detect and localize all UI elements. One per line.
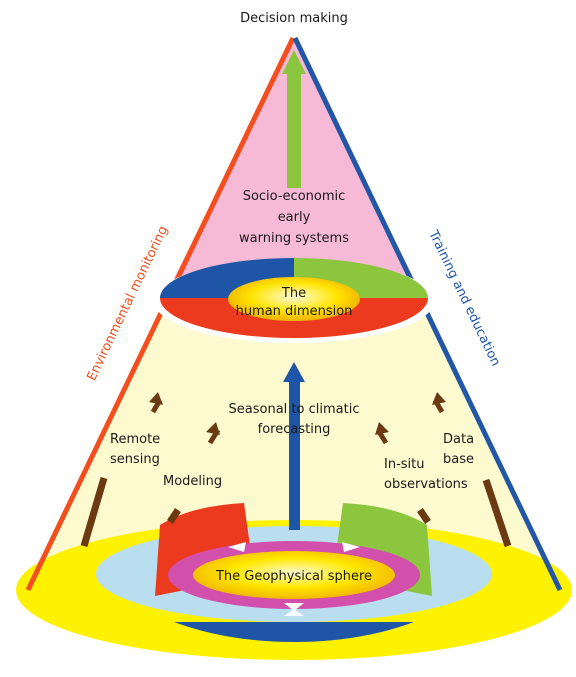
up-arrow-icon [283,362,305,382]
socio-economic-label-line1: Socio-economic [243,189,346,204]
green-arrow-shaft [287,70,301,188]
human-dimension-label-line1: The [281,286,306,301]
up-arrow-icon [282,50,306,74]
modeling-arrow [206,422,221,445]
environmental-monitoring-edge [25,36,296,592]
remote-sensing-bar [80,477,108,547]
remote-sensing-label-line2: sensing [110,452,160,467]
decision-making-label: Decision making [240,11,348,26]
socio-economic-label-line3: warning systems [239,231,349,246]
insitu-bar [417,508,431,524]
human-center [228,277,360,321]
geophysical-center [193,551,395,599]
white-triangle-icon [284,603,304,611]
white-triangle-icon [342,542,360,552]
geophysical-sphere-label: The Geophysical sphere [215,569,372,584]
modeling-label: Modeling [163,474,222,489]
seasonal-forecasting-label-line2: forecasting [258,422,331,437]
database-arrow [432,392,446,414]
training-education-edge [292,36,563,592]
insitu-label-line2: observations [384,477,468,492]
remote-sensing-label-line1: Remote [110,432,160,447]
seasonal-forecasting-label-line1: Seasonal to climatic [229,402,360,417]
database-bar [482,478,512,548]
database-segment [174,622,414,642]
insitu-label-line1: In-situ [384,457,425,472]
white-triangle-icon [228,542,246,552]
insitu-arrow [375,422,389,445]
white-triangle-icon [284,609,304,616]
database-label-line2: base [443,452,474,467]
modeling-bar [167,508,181,524]
remote-sensing-arrow [149,392,163,414]
human-dimension-label-line2: human dimension [236,304,353,319]
database-label-line1: Data [443,432,474,447]
socio-economic-label-line2: early [278,210,311,225]
blue-arrow-shaft [289,378,300,530]
